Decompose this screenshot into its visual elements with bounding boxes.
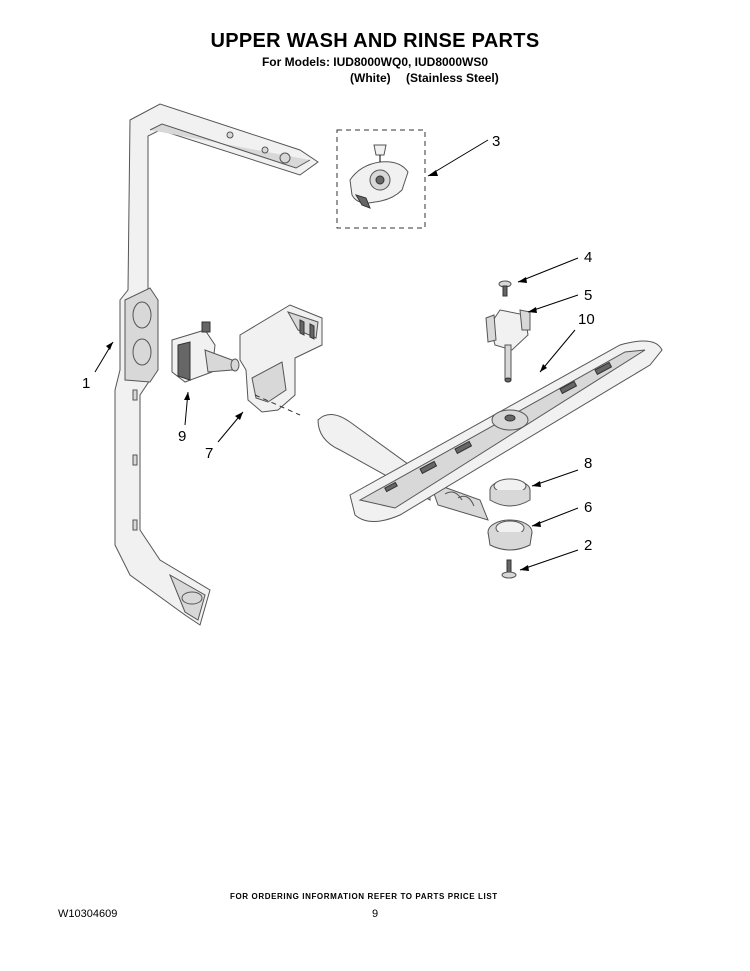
variant-white: (White) xyxy=(350,71,391,85)
variant-stainless: (Stainless Steel) xyxy=(406,71,499,85)
callout-3: 3 xyxy=(492,133,500,150)
page-title: UPPER WASH AND RINSE PARTS xyxy=(210,30,540,52)
callout-7: 7 xyxy=(205,445,213,462)
leader-lines xyxy=(94,139,579,571)
callout-6: 6 xyxy=(584,499,592,516)
document-number: W10304609 xyxy=(58,908,118,920)
page-number: 9 xyxy=(372,908,379,920)
models-line: For Models: IUD8000WQ0, IUD8000WS0 xyxy=(261,55,489,69)
model-variants: (White) (Stainless Steel) xyxy=(350,71,511,85)
part-8-seal-ring xyxy=(489,478,531,507)
callout-9: 9 xyxy=(178,428,186,445)
part-3-bearing-clip xyxy=(336,129,426,229)
callout-1: 1 xyxy=(82,375,90,392)
callout-8: 8 xyxy=(584,455,592,472)
part-9-diverter-assembly xyxy=(171,321,240,383)
callout-10: 10 xyxy=(578,311,595,328)
ordering-note: FOR ORDERING INFORMATION REFER TO PARTS … xyxy=(230,892,498,901)
part-6-manifold-nut xyxy=(487,519,533,551)
callout-2: 2 xyxy=(584,537,592,554)
part-2-screw xyxy=(501,559,517,579)
part-5-hub xyxy=(485,309,531,383)
part-7-mounting-bracket xyxy=(239,304,323,413)
callout-4: 4 xyxy=(584,249,592,266)
callout-5: 5 xyxy=(584,287,592,304)
part-4-screw xyxy=(498,280,512,297)
part-10-spray-arm xyxy=(349,340,663,522)
part-1-supply-tube xyxy=(114,103,319,626)
